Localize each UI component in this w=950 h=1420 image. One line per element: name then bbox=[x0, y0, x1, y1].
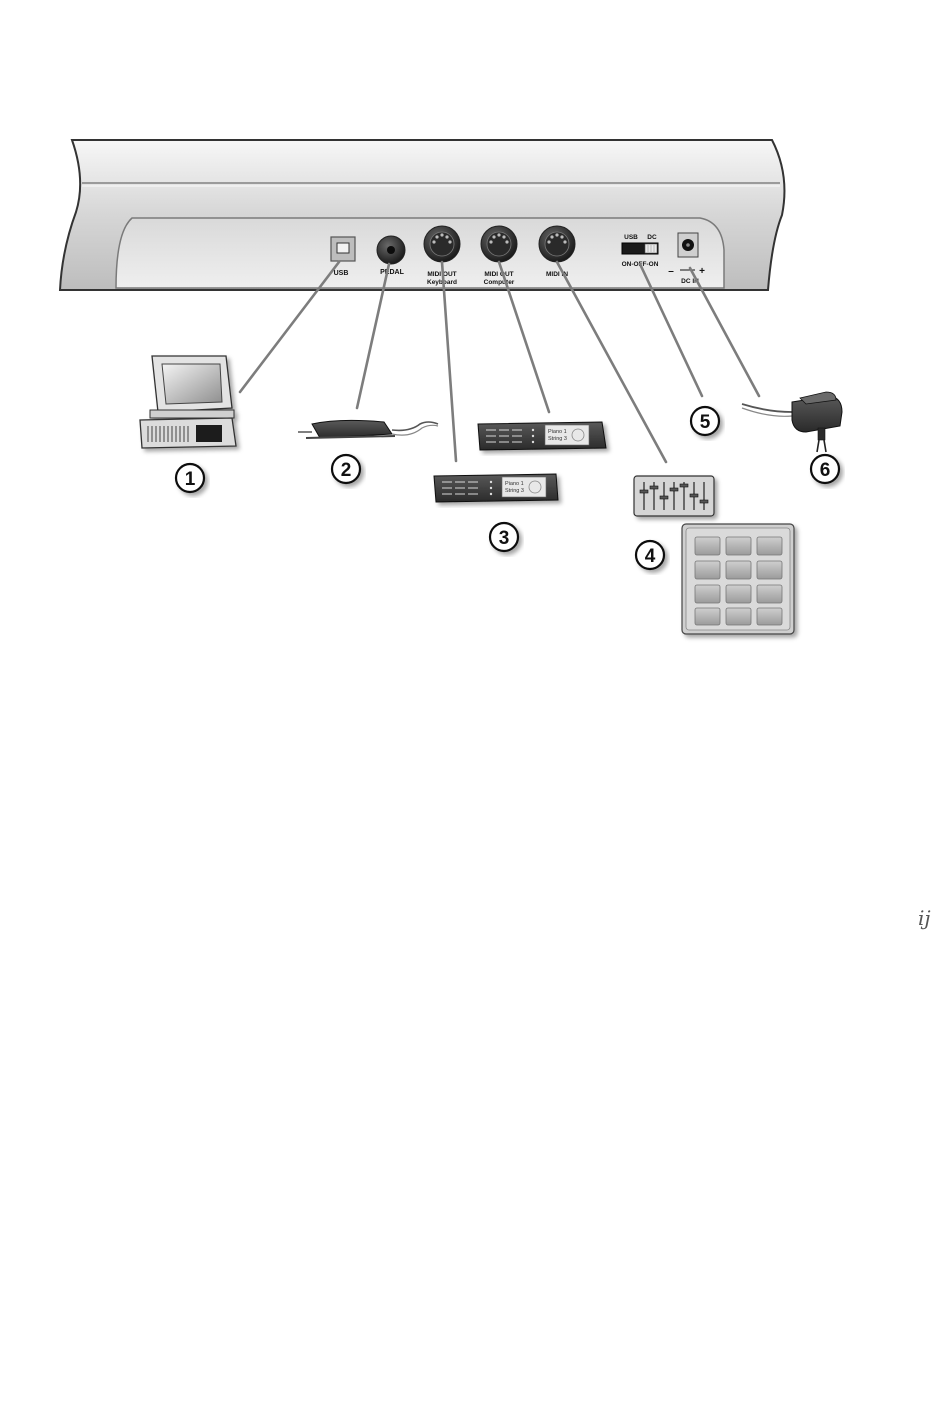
callout-5-number: 5 bbox=[700, 412, 711, 433]
power-adapter-icon bbox=[742, 392, 842, 452]
callout-6: 6 bbox=[811, 455, 839, 483]
callout-4-number: 4 bbox=[645, 546, 656, 567]
callout-3-number: 3 bbox=[499, 528, 510, 549]
midi-out-computer-label-line2: Computer bbox=[484, 279, 515, 286]
callout-4: 4 bbox=[636, 541, 664, 569]
sound-module-lower-line2: String 3 bbox=[505, 488, 524, 494]
usb-port-label: USB bbox=[334, 270, 349, 277]
callout-1: 1 bbox=[176, 464, 204, 492]
sound-module-upper-line2: String 3 bbox=[548, 436, 567, 442]
drum-pad-controller-icon bbox=[682, 524, 794, 634]
dc-polarity-plus: + bbox=[699, 266, 705, 277]
sound-module-upper-line1: Piano 1 bbox=[548, 429, 567, 435]
power-switch-dc-label: DC bbox=[647, 234, 657, 241]
pedal-jack-label: PEDAL bbox=[380, 269, 404, 276]
computer-icon bbox=[140, 356, 236, 448]
midi-out-computer-port bbox=[481, 226, 517, 262]
corner-mark: ij bbox=[918, 906, 931, 930]
usb-port bbox=[331, 237, 355, 261]
callout-2: 2 bbox=[332, 455, 360, 483]
callout-3: 3 bbox=[490, 523, 518, 551]
dc-polarity-minus: – bbox=[668, 266, 674, 277]
leader-midi-out-keyboard bbox=[442, 262, 456, 461]
callout-2-number: 2 bbox=[341, 460, 352, 481]
pedal-jack bbox=[377, 236, 405, 264]
keyboard-rear-panel bbox=[60, 140, 784, 290]
fader-controller-icon bbox=[634, 476, 714, 516]
sound-module-lower-line1: Piano 1 bbox=[505, 481, 524, 487]
sound-module-upper-icon bbox=[478, 422, 606, 450]
midi-in-port bbox=[539, 226, 575, 262]
midi-out-computer-label-line1: MIDI OUT bbox=[484, 271, 513, 278]
callout-6-number: 6 bbox=[820, 460, 831, 481]
power-switch-usb-label: USB bbox=[624, 234, 638, 241]
sustain-pedal-icon bbox=[298, 420, 438, 438]
callout-5: 5 bbox=[691, 407, 719, 435]
callout-1-number: 1 bbox=[185, 469, 196, 490]
power-switch bbox=[622, 243, 658, 254]
midi-out-keyboard-port bbox=[424, 226, 460, 262]
sound-module-lower-icon bbox=[434, 474, 558, 502]
dc-in-jack bbox=[678, 233, 698, 257]
